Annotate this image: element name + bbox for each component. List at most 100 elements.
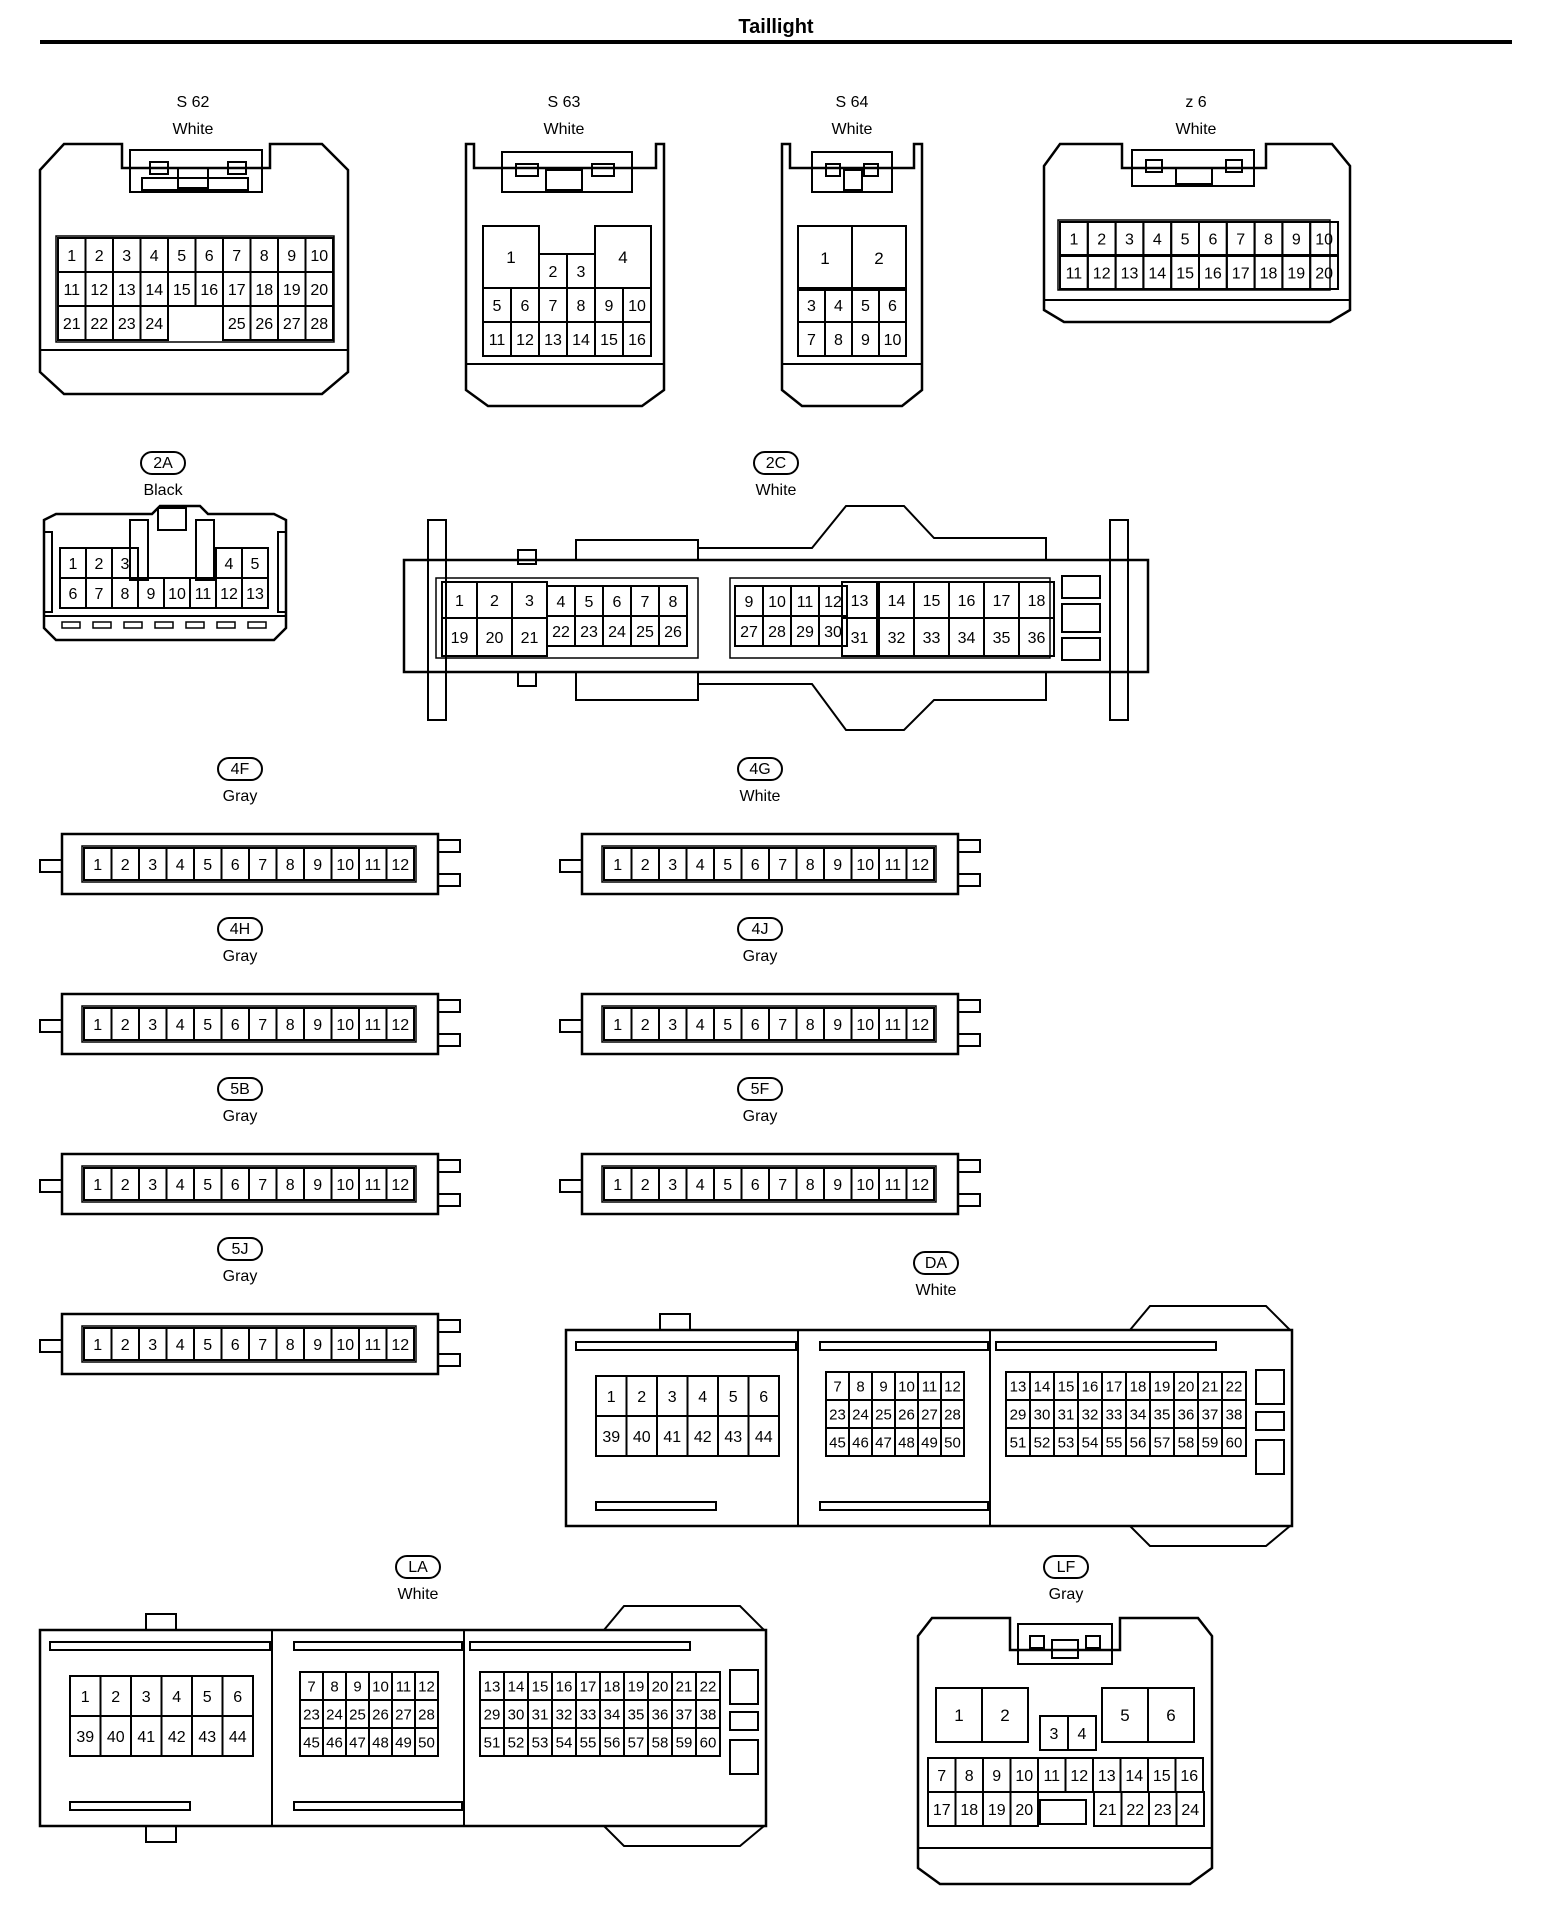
- housing-part: [517, 549, 537, 565]
- connector-code-badge: [737, 917, 783, 941]
- pin-label: 9: [353, 1678, 361, 1695]
- pin-label: 21: [1099, 1802, 1117, 1819]
- housing-part: [1131, 149, 1255, 187]
- pin-label: 8: [806, 1017, 815, 1034]
- pin-label: 4: [834, 298, 843, 315]
- pin-label: 3: [148, 857, 157, 874]
- pin-label: 22: [1226, 1378, 1243, 1395]
- pin-label: 6: [231, 1177, 240, 1194]
- pin-label: 4: [150, 248, 159, 265]
- pin-label: 4: [1153, 231, 1162, 248]
- pin-label: 7: [778, 857, 787, 874]
- pin-label: 5: [723, 857, 732, 874]
- pin-label: 18: [960, 1802, 978, 1819]
- pin-label: 1: [69, 556, 78, 573]
- connector-code-badge: [140, 451, 186, 475]
- pin-label: 11: [364, 857, 381, 874]
- pin-label: 54: [1082, 1434, 1099, 1451]
- pin-label: 11: [1043, 1768, 1060, 1785]
- pin-label: 6: [231, 1017, 240, 1034]
- pin-label: 26: [898, 1406, 915, 1423]
- pin-label: 28: [768, 624, 786, 641]
- pin-cell: [1018, 617, 1055, 657]
- pin-cell: [878, 321, 907, 357]
- pin-label: 24: [852, 1406, 869, 1423]
- pin-label: 49: [921, 1434, 938, 1451]
- connector-code-badge: [753, 451, 799, 475]
- connector-color: White: [544, 121, 585, 138]
- housing-part: [957, 873, 981, 887]
- housing-part: [545, 169, 583, 191]
- pin-cell: [905, 1007, 935, 1041]
- pin-label: 2: [490, 593, 499, 610]
- pin-label: 41: [663, 1429, 681, 1446]
- pin-label: 8: [856, 1378, 864, 1395]
- housing-part: [129, 149, 263, 193]
- pin-label: 22: [700, 1678, 717, 1695]
- pin-label: 43: [724, 1429, 742, 1446]
- connector-color: Gray: [223, 1108, 258, 1125]
- pin-label: 11: [884, 857, 901, 874]
- pin-label: 50: [944, 1434, 961, 1451]
- pin-label: 30: [824, 624, 842, 641]
- pin-label: 16: [556, 1678, 573, 1695]
- pin-label: 25: [875, 1406, 892, 1423]
- housing-part: [957, 1193, 981, 1207]
- pin-label: 10: [1315, 231, 1333, 248]
- pin-label: 10: [336, 1177, 354, 1194]
- pin-field: [601, 845, 937, 883]
- connector-color: Gray: [743, 948, 778, 965]
- pin-label: 7: [937, 1768, 946, 1785]
- housing-part: [819, 1341, 989, 1351]
- pin-label: 7: [778, 1017, 787, 1034]
- pin-label: 11: [489, 332, 506, 349]
- pin-label: 7: [307, 1678, 315, 1695]
- pin-label: 3: [525, 593, 534, 610]
- pin-label: 5: [723, 1177, 732, 1194]
- pin-label: 52: [1034, 1434, 1051, 1451]
- housing-outline: [402, 558, 1150, 674]
- housing-part: [1017, 1623, 1113, 1665]
- housing-part: [437, 999, 461, 1013]
- housing-part: [659, 1313, 691, 1330]
- pin-label: 28: [310, 316, 328, 333]
- housing-outline: [1042, 142, 1352, 324]
- connector-code: z 6: [1185, 94, 1206, 111]
- pin-label: 11: [364, 1017, 381, 1034]
- connector-color: White: [740, 788, 781, 805]
- housing-part: [437, 1033, 461, 1047]
- pin-label: 8: [806, 1177, 815, 1194]
- pin-label: 56: [1130, 1434, 1147, 1451]
- pin-label: 26: [255, 316, 273, 333]
- pin-cell: [747, 1415, 780, 1457]
- pin-label: 14: [572, 332, 590, 349]
- housing-part: [437, 1319, 461, 1333]
- housing-part: [145, 1826, 177, 1843]
- housing-part: [39, 1179, 63, 1193]
- pin-label: 12: [1070, 1768, 1088, 1785]
- pin-label: 1: [67, 248, 76, 265]
- pin-label: 49: [395, 1734, 412, 1751]
- housing-part: [437, 1353, 461, 1367]
- pin-field: [81, 1165, 417, 1203]
- connector-color: White: [832, 121, 873, 138]
- pin-label: 22: [1126, 1802, 1144, 1819]
- pin-label: 23: [1154, 1802, 1172, 1819]
- pin-label: 59: [1202, 1434, 1219, 1451]
- pin-label: 8: [286, 857, 295, 874]
- pin-label: 20: [1178, 1378, 1195, 1395]
- pin-label: 9: [1292, 231, 1301, 248]
- pin-label: 7: [641, 594, 650, 611]
- housing-part: [1061, 575, 1101, 599]
- pin-cell: [221, 1715, 254, 1757]
- housing-part: [437, 1159, 461, 1173]
- pin-label: 4: [225, 556, 234, 573]
- pin-label: 8: [121, 586, 130, 603]
- pin-label: 21: [1202, 1378, 1219, 1395]
- housing-part: [469, 1641, 691, 1651]
- connector-code: S 62: [177, 94, 210, 111]
- pin-label: 31: [851, 630, 869, 647]
